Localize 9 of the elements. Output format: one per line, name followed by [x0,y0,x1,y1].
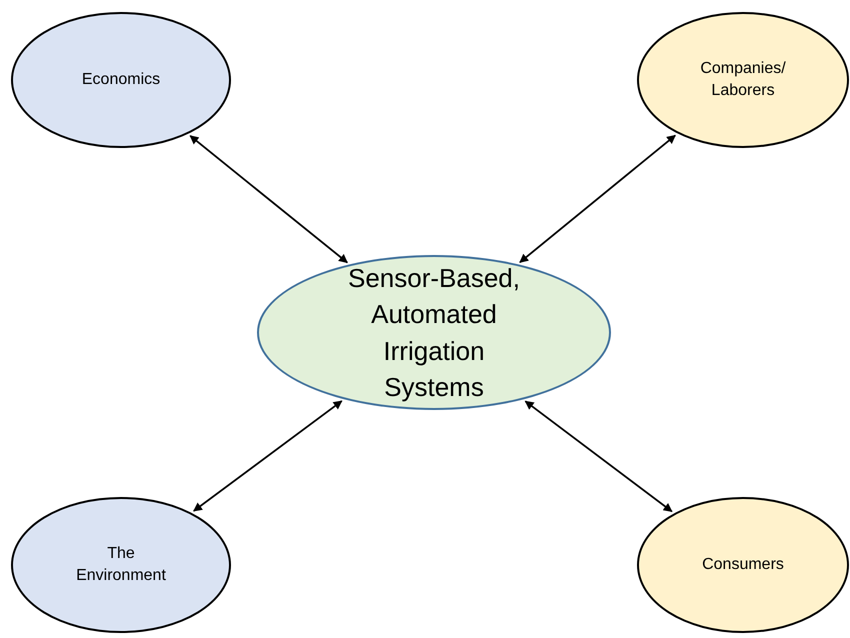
double-headed-arrow [193,400,342,512]
double-headed-arrow [190,135,348,264]
node-label: Sensor-Based, Automated Irrigation Systems [347,262,521,404]
node-label: Companies/ Laborers [699,58,787,101]
node-label: Economics [82,70,160,90]
double-headed-arrow [524,400,673,512]
node-label: Consumers [702,554,784,575]
double-headed-arrow [519,134,676,263]
node-label: The Environment [75,544,167,586]
